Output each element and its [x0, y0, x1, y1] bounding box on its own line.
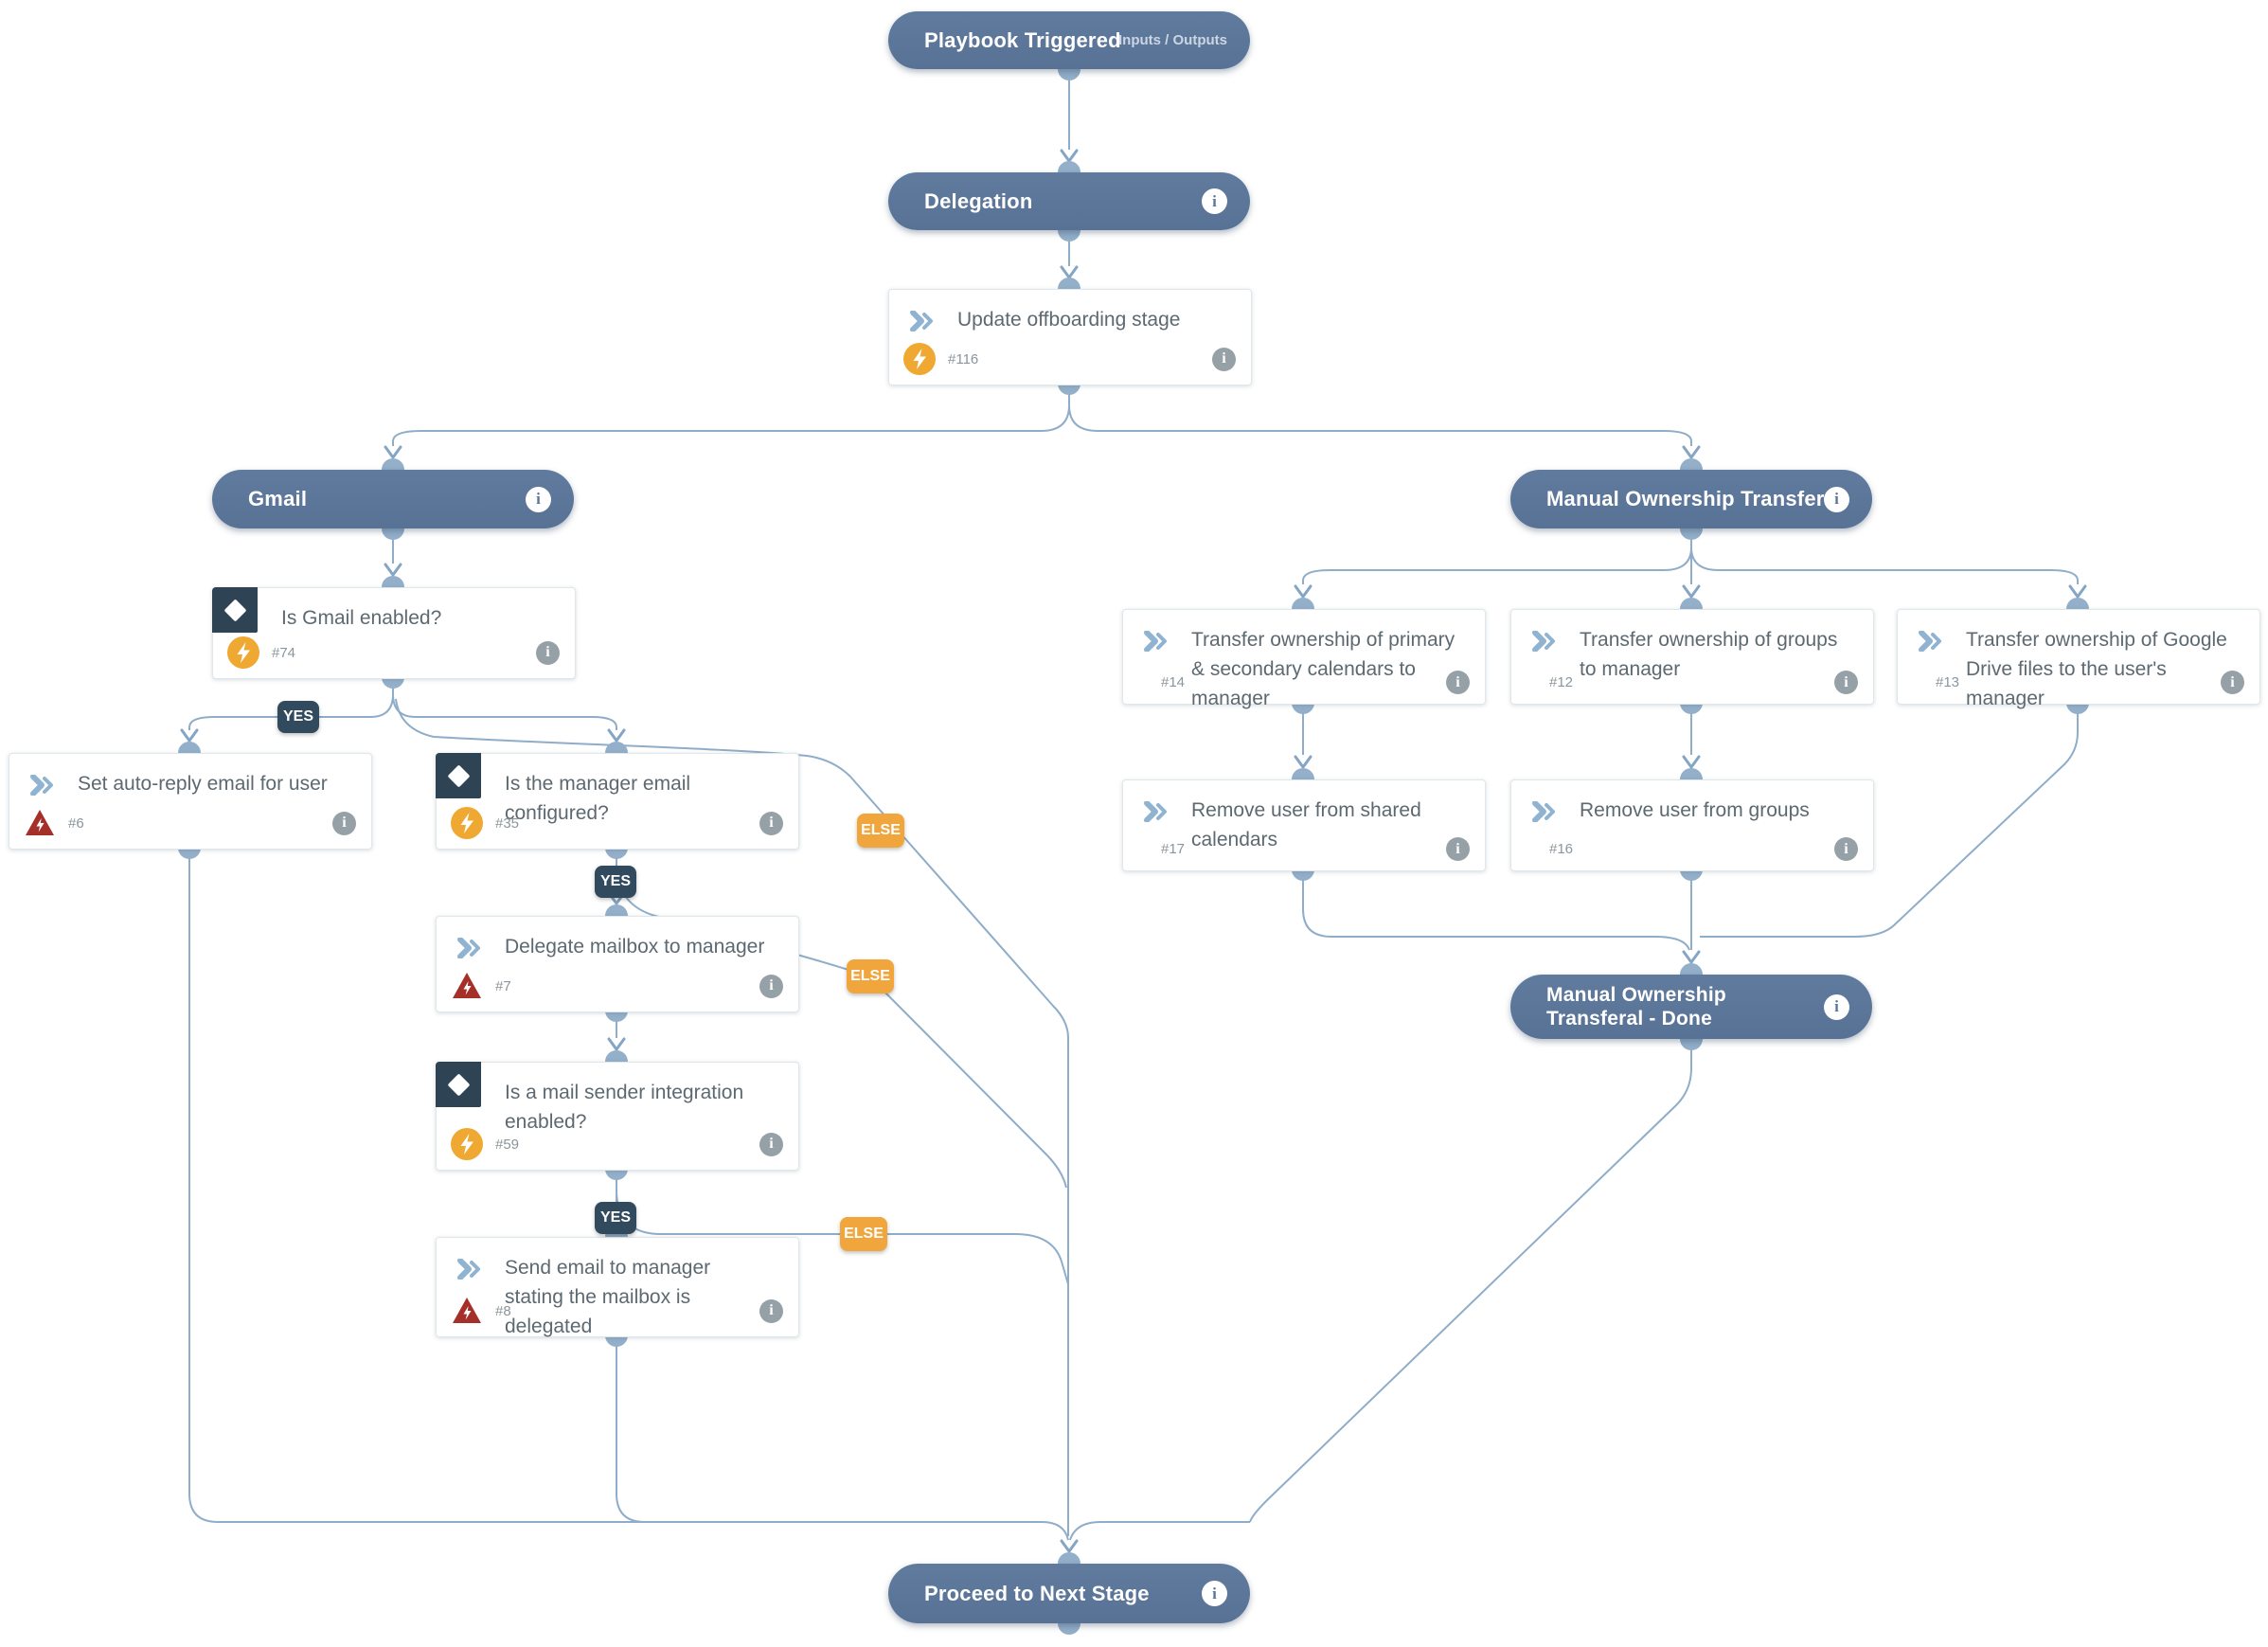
task-title: Update offboarding stage	[957, 309, 1181, 331]
task-title: Set auto-reply email for user	[78, 773, 328, 795]
node-proceed-next-stage[interactable]: Proceed to Next Stage i	[888, 1564, 1250, 1623]
task-chevron-icon	[457, 937, 482, 959]
info-icon[interactable]: i	[1824, 486, 1849, 512]
node-title: Manual Ownership Transferal	[1546, 487, 1843, 511]
task-title: Remove user from groups	[1580, 799, 1810, 821]
node-title: Delegation	[924, 188, 1033, 213]
task-chevron-icon	[457, 1258, 482, 1280]
info-icon[interactable]: i	[1834, 837, 1858, 861]
edge-label-else: ELSE	[840, 1217, 887, 1251]
task-title: Is Gmail enabled?	[281, 607, 442, 629]
edge-label-else: ELSE	[847, 959, 894, 994]
edge-label-yes: YES	[595, 1202, 636, 1234]
error-warning-icon	[24, 807, 56, 839]
node-title: Playbook Triggered	[924, 27, 1121, 52]
task-title: Transfer ownership of Google Drive files…	[1966, 629, 2227, 709]
node-gmail-section[interactable]: Gmail i	[212, 470, 574, 528]
task-id: #74	[272, 644, 296, 661]
error-warning-icon	[451, 1295, 483, 1327]
task-chevron-icon	[1919, 630, 1943, 653]
task-title: Delegate mailbox to manager	[505, 936, 765, 958]
task-id: #12	[1549, 674, 1574, 690]
condition-diamond-icon	[212, 587, 258, 633]
node-manual-ownership-section[interactable]: Manual Ownership Transferal i	[1510, 470, 1872, 528]
task-id: #6	[68, 815, 84, 832]
info-icon[interactable]: i	[1834, 671, 1858, 694]
info-icon[interactable]: i	[759, 1132, 783, 1156]
node-update-offboarding-stage[interactable]: Update offboarding stage #116 i	[888, 289, 1252, 385]
node-send-email-manager[interactable]: Send email to manager stating the mailbo…	[436, 1237, 799, 1337]
inputs-outputs-link[interactable]: Inputs / Outputs	[1118, 32, 1227, 48]
node-delegation[interactable]: Delegation i	[888, 172, 1250, 230]
info-icon[interactable]: i	[2221, 671, 2244, 694]
task-id: #7	[495, 977, 511, 994]
task-title: Transfer ownership of groups to manager	[1580, 629, 1838, 680]
node-delegate-mailbox[interactable]: Delegate mailbox to manager #7 i	[436, 916, 799, 1012]
task-title: Is a mail sender integration enabled?	[505, 1082, 744, 1133]
task-id: #8	[495, 1302, 511, 1319]
task-title: Send email to manager stating the mailbo…	[505, 1257, 711, 1337]
edge-label-yes: YES	[595, 866, 636, 898]
automation-lightning-icon	[451, 1128, 483, 1160]
info-icon[interactable]: i	[1446, 671, 1470, 694]
task-id: #14	[1161, 674, 1186, 690]
node-remove-shared-calendars[interactable]: Remove user from shared calendars #17 i	[1122, 779, 1486, 871]
condition-diamond-icon	[436, 753, 481, 798]
node-transfer-groups[interactable]: Transfer ownership of groups to manager …	[1510, 609, 1874, 705]
info-icon[interactable]: i	[1202, 1581, 1227, 1606]
task-id: #59	[495, 1136, 520, 1153]
node-title: Manual Ownership Transferal - Done	[1546, 983, 1726, 1029]
node-title: Proceed to Next Stage	[924, 1581, 1150, 1605]
task-chevron-icon	[1144, 630, 1169, 653]
node-is-manager-email-configured[interactable]: Is the manager email configured? #35 i	[436, 753, 799, 850]
edge-label-yes: YES	[277, 701, 319, 733]
info-icon[interactable]: i	[332, 811, 356, 835]
automation-lightning-icon	[227, 636, 259, 669]
task-chevron-icon	[910, 310, 935, 332]
task-title: Is the manager email configured?	[505, 773, 691, 824]
task-id: #17	[1161, 841, 1186, 857]
task-id: #116	[948, 350, 979, 367]
edge-label-else: ELSE	[857, 814, 904, 848]
node-set-auto-reply[interactable]: Set auto-reply email for user #6 i	[9, 753, 372, 850]
task-title: Transfer ownership of primary & secondar…	[1191, 629, 1455, 709]
info-icon[interactable]: i	[536, 640, 560, 665]
automation-lightning-icon	[903, 343, 936, 375]
info-icon[interactable]: i	[526, 486, 551, 512]
condition-diamond-icon	[436, 1062, 481, 1107]
task-chevron-icon	[1144, 800, 1169, 823]
node-manual-ownership-done[interactable]: Manual Ownership Transferal - Done i	[1510, 975, 1872, 1039]
node-is-gmail-enabled[interactable]: Is Gmail enabled? #74 i	[212, 587, 576, 679]
node-transfer-calendars[interactable]: Transfer ownership of primary & secondar…	[1122, 609, 1486, 709]
info-icon[interactable]: i	[1824, 994, 1849, 1020]
task-id: #13	[1936, 674, 1960, 690]
automation-lightning-icon	[451, 807, 483, 839]
task-id: #16	[1549, 841, 1574, 857]
info-icon[interactable]: i	[1212, 347, 1236, 371]
info-icon[interactable]: i	[1202, 188, 1227, 214]
task-chevron-icon	[1532, 630, 1557, 653]
info-icon[interactable]: i	[759, 974, 783, 998]
info-icon[interactable]: i	[759, 811, 783, 835]
task-chevron-icon	[1532, 800, 1557, 823]
task-title: Remove user from shared calendars	[1191, 799, 1421, 850]
info-icon[interactable]: i	[759, 1298, 783, 1323]
task-id: #35	[495, 815, 520, 832]
node-remove-groups[interactable]: Remove user from groups #16 i	[1510, 779, 1874, 871]
task-chevron-icon	[30, 774, 55, 797]
node-playbook-triggered[interactable]: Playbook Triggered Inputs / Outputs	[888, 11, 1250, 69]
node-is-mail-sender-enabled[interactable]: Is a mail sender integration enabled? #5…	[436, 1062, 799, 1171]
node-transfer-drive-files[interactable]: Transfer ownership of Google Drive files…	[1897, 609, 2260, 709]
info-icon[interactable]: i	[1446, 837, 1470, 861]
node-title: Gmail	[248, 487, 308, 511]
error-warning-icon	[451, 970, 483, 1002]
